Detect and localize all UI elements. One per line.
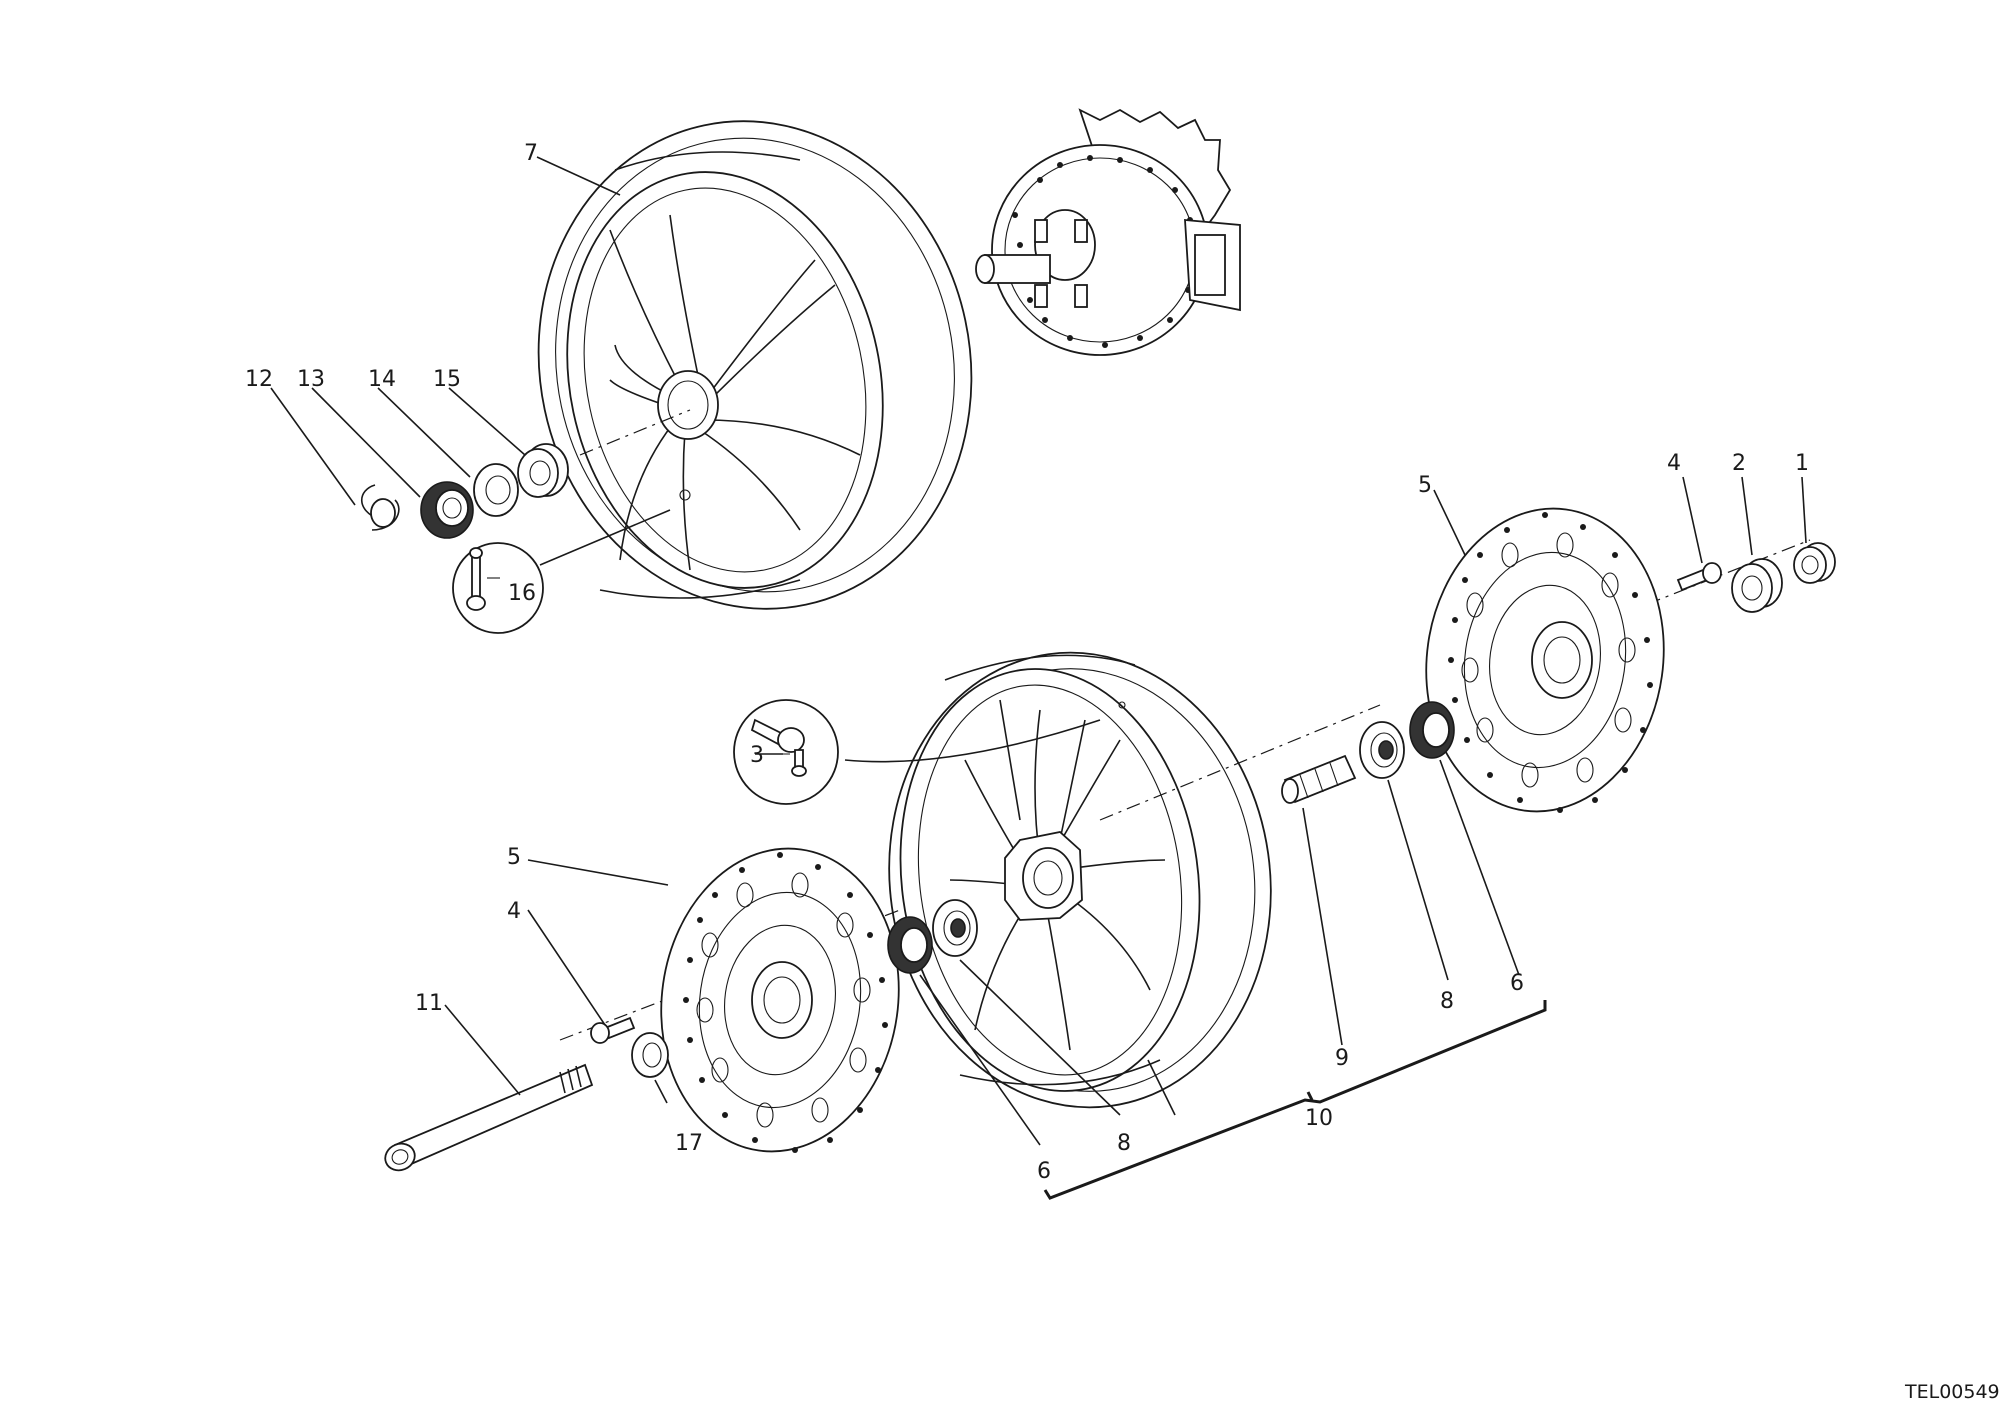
callout-14: 14 [368,367,396,392]
assembly-bracket-part-10 [1043,1000,1547,1200]
nut-part-1 [1793,542,1836,584]
callout-1: 1 [1795,451,1809,476]
callout-11: 11 [415,991,443,1016]
bolt-part-4-bottom [590,1016,636,1044]
front-disc-right [1425,507,1665,813]
callout-6-left: 6 [1037,1159,1051,1184]
bolt-part-4-top [1676,562,1722,592]
callout-8-left: 8 [1117,1131,1131,1156]
drawing-code: TEL00549 [1904,1381,2000,1403]
callout-4-top: 4 [1667,451,1681,476]
callout-16: 16 [508,581,536,606]
front-wheel [888,651,1272,1109]
callout-8-right: 8 [1440,989,1454,1014]
callout-labels: 7 12 13 14 15 16 4 2 1 5 3 5 4 11 17 6 8… [245,141,1809,1184]
callout-13: 13 [297,367,325,392]
callout-4-bottom: 4 [507,899,521,924]
bearing-part-8-left [932,899,978,957]
callout-5-right: 5 [1418,473,1432,498]
callout-10: 10 [1305,1106,1333,1131]
seal-part-6-left [887,916,933,974]
washer-part-14 [473,463,519,517]
callout-15: 15 [433,367,461,392]
callout-17: 17 [675,1131,703,1156]
seal-part-6-right [1409,701,1455,759]
callout-5-left: 5 [507,845,521,870]
callout-2: 2 [1732,451,1746,476]
spacer-part-15 [517,443,569,498]
rear-small-parts [361,443,569,539]
callout-6-right: 6 [1510,971,1524,996]
rear-axle-line [579,409,691,456]
spacer-tube-part-9 [1281,754,1357,804]
callout-3: 3 [750,743,764,768]
spacer-part-2 [1731,558,1783,613]
callout-7: 7 [524,141,538,166]
leader-lines [270,156,1807,1146]
front-valve-detail [733,699,1101,805]
spacer-part-17 [631,1032,669,1078]
rear-valve-detail [452,509,671,634]
axle-part-11 [384,1063,594,1172]
callout-9: 9 [1335,1046,1349,1071]
bearing-part-8-right [1359,721,1405,779]
rear-wheel [537,120,973,610]
ring-nut-part-13 [420,481,474,539]
front-disc-left [660,847,900,1153]
callout-12: 12 [245,367,273,392]
rear-hub-assembly [975,108,1241,356]
